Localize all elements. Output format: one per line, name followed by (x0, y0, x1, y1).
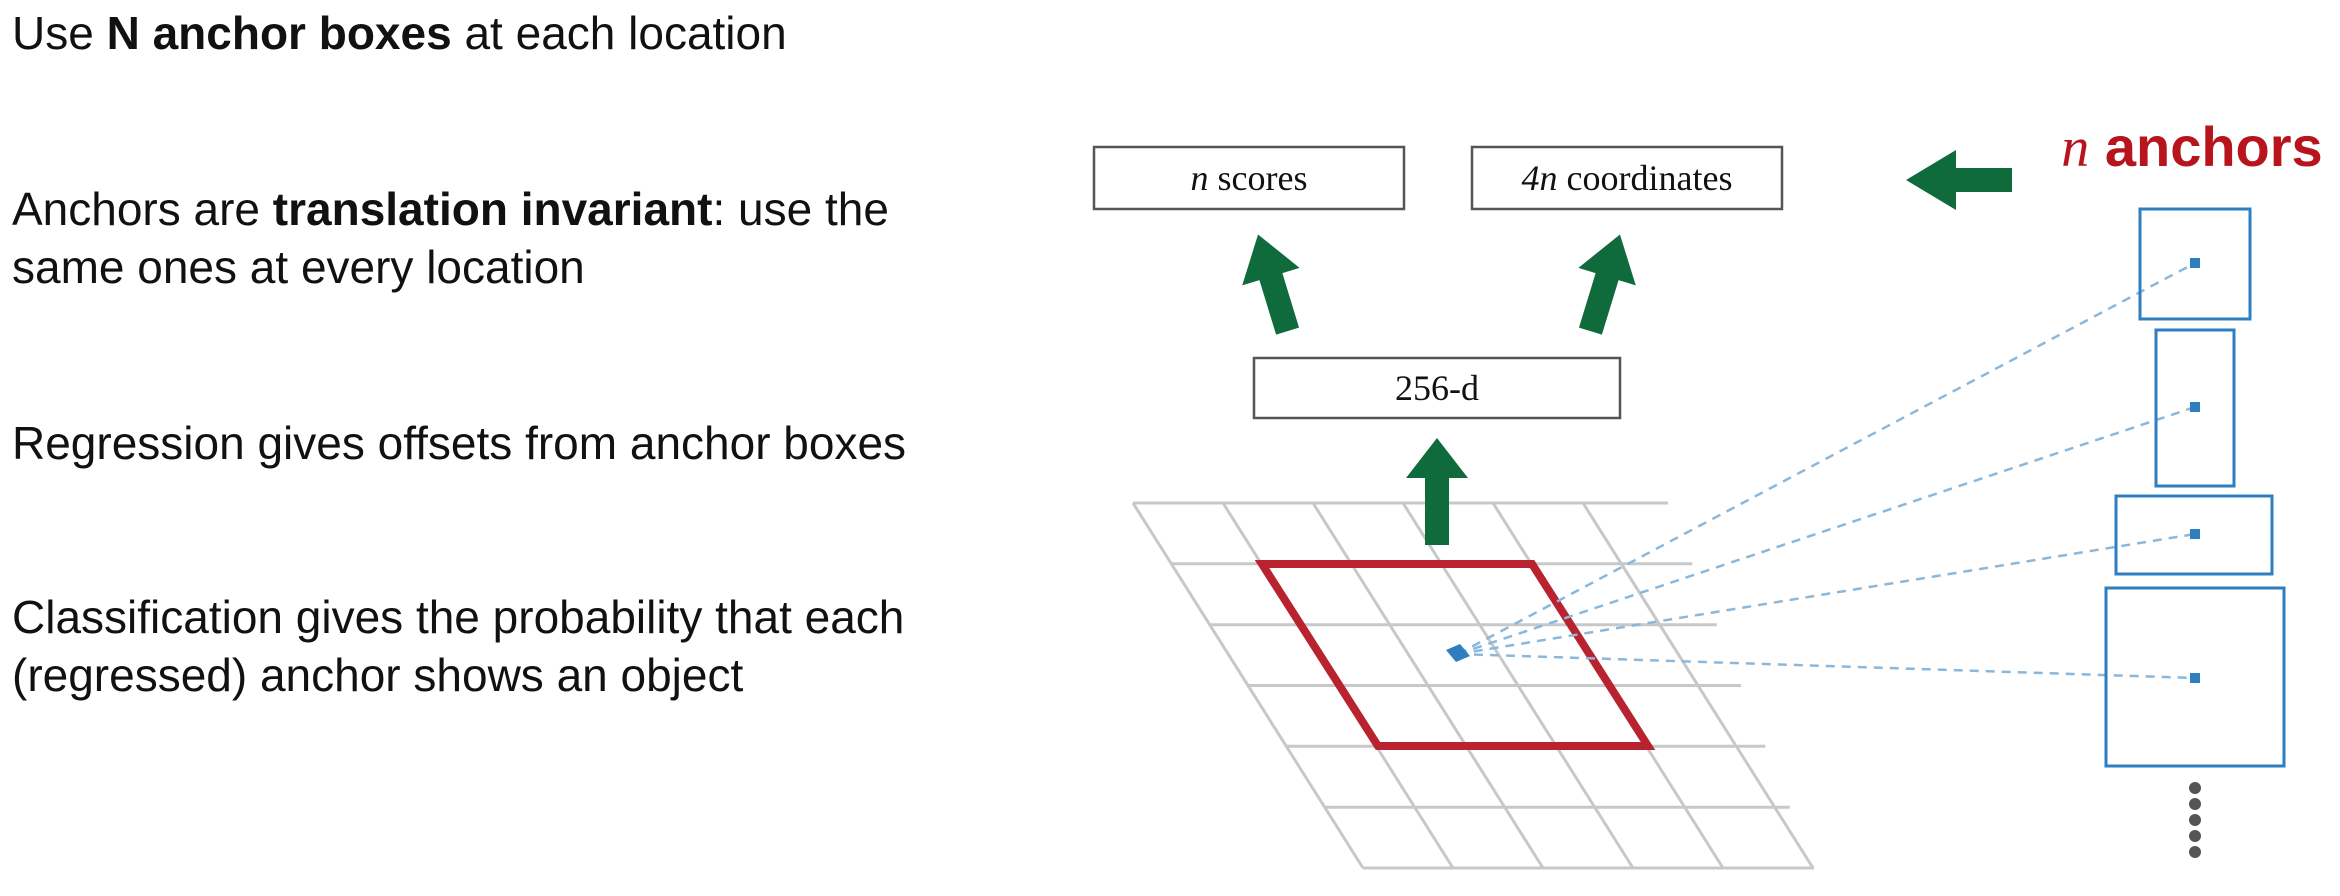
arrow-to-coordinates (1578, 234, 1636, 335)
feature-map-grid (1131, 501, 1815, 870)
sliding-window (1254, 560, 1656, 750)
svg-text:4n coordinates: 4n coordinates (1522, 158, 1733, 198)
anchor-center-1 (2190, 258, 2200, 268)
scores-box: n scores (1092, 145, 1406, 211)
anchor-connectors (1457, 261, 2196, 680)
anchors-label: n anchors (2061, 115, 2322, 179)
svg-text:256-d: 256-d (1395, 368, 1479, 408)
grid-column-line (1581, 502, 1815, 869)
anchor-box-1 (2138, 207, 2252, 321)
bullet-anchor-boxes: Use N anchor boxes at each location (12, 7, 787, 59)
arrow-left-from-anchors (1906, 150, 2012, 210)
grid-column-line (1131, 502, 1365, 869)
bullet-regression: Regression gives offsets from anchor box… (12, 417, 907, 469)
anchor-center-3 (2190, 529, 2200, 539)
anchor-box-2 (2154, 328, 2236, 488)
bullet-translation-invariant: Anchors are translation invariant: use t… (12, 183, 889, 293)
svg-text:n scores: n scores (1191, 158, 1308, 198)
more-anchors-ellipsis-icon (2189, 782, 2201, 858)
anchor-center-2 (2190, 402, 2200, 412)
anchor-box-4 (2104, 586, 2286, 768)
window-center-point (1446, 644, 1470, 662)
anchor-center-4 (2190, 673, 2200, 683)
bullet-classification: Classification gives the probability tha… (12, 591, 905, 701)
feature-vector-box: 256-d (1252, 356, 1622, 420)
anchor-box-3 (2114, 494, 2274, 576)
coordinates-box: 4n coordinates (1470, 145, 1784, 211)
arrow-up-to-feature (1406, 438, 1468, 545)
arrow-to-scores (1242, 234, 1300, 335)
